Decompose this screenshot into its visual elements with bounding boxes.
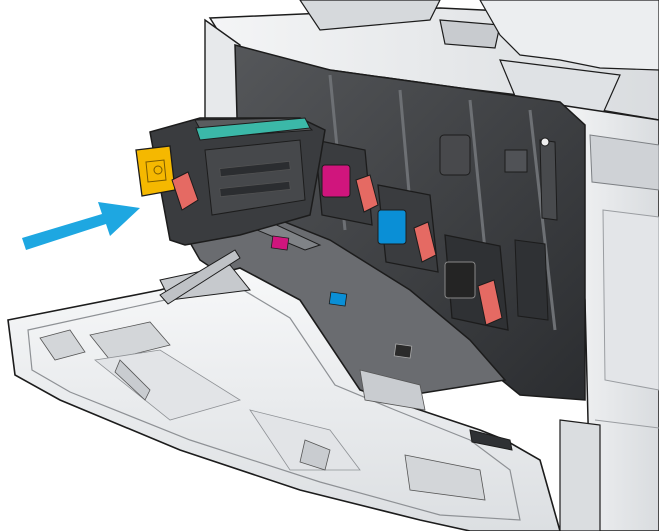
insert-arrow-icon [22, 202, 140, 250]
magenta-toner-slot [314, 139, 379, 226]
cyan-toner-slot [377, 184, 439, 273]
installed-cartridges [314, 139, 509, 331]
printer-top [208, 0, 659, 121]
black-toner-slot [444, 234, 509, 331]
yellow-toner-cartridge [135, 117, 326, 246]
front-door [7, 249, 561, 531]
